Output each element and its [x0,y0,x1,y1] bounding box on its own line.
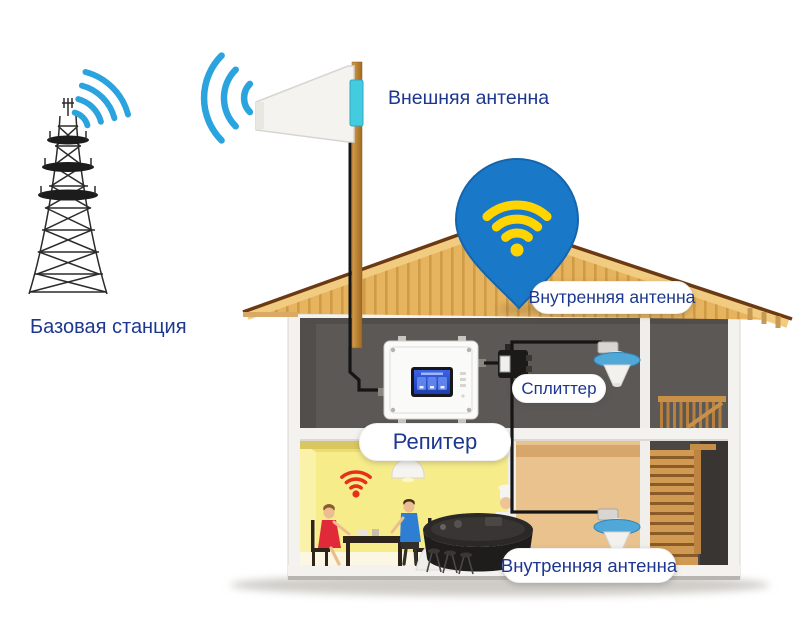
internal-antenna-top-label: Внутренняя антенна [529,281,695,314]
splitter-device [498,344,532,378]
repeater-display [411,367,453,397]
cell-tower [28,98,108,295]
cable-to-lower-antenna [510,378,598,514]
coax-cable-external [348,118,352,348]
indoor-wifi-icon [340,470,372,498]
railing [658,396,726,429]
wifi-pin-icon [454,157,580,310]
external-antenna-label: Внешняя антенна [388,87,550,109]
antenna-signal-waves-icon [200,52,254,144]
splitter-label: Сплиттер [512,374,606,403]
staircase [650,441,728,565]
repeater-device [378,336,486,423]
dining-table [343,529,407,566]
ceiling-antenna-lower [593,508,641,554]
external-antenna [255,65,364,143]
tower-signal-waves-icon [71,69,131,129]
cable-pole-to-repeater [348,346,382,392]
ceiling-antenna-upper [593,341,641,387]
base-station-label: Базовая станция [30,316,187,338]
antenna-mount [349,79,364,127]
woman-figure [311,504,351,566]
internal-antenna-bottom-label: Внутренняя антенна [501,548,677,583]
antenna-pole [348,61,363,349]
repeater-label: Репитер [359,423,511,461]
